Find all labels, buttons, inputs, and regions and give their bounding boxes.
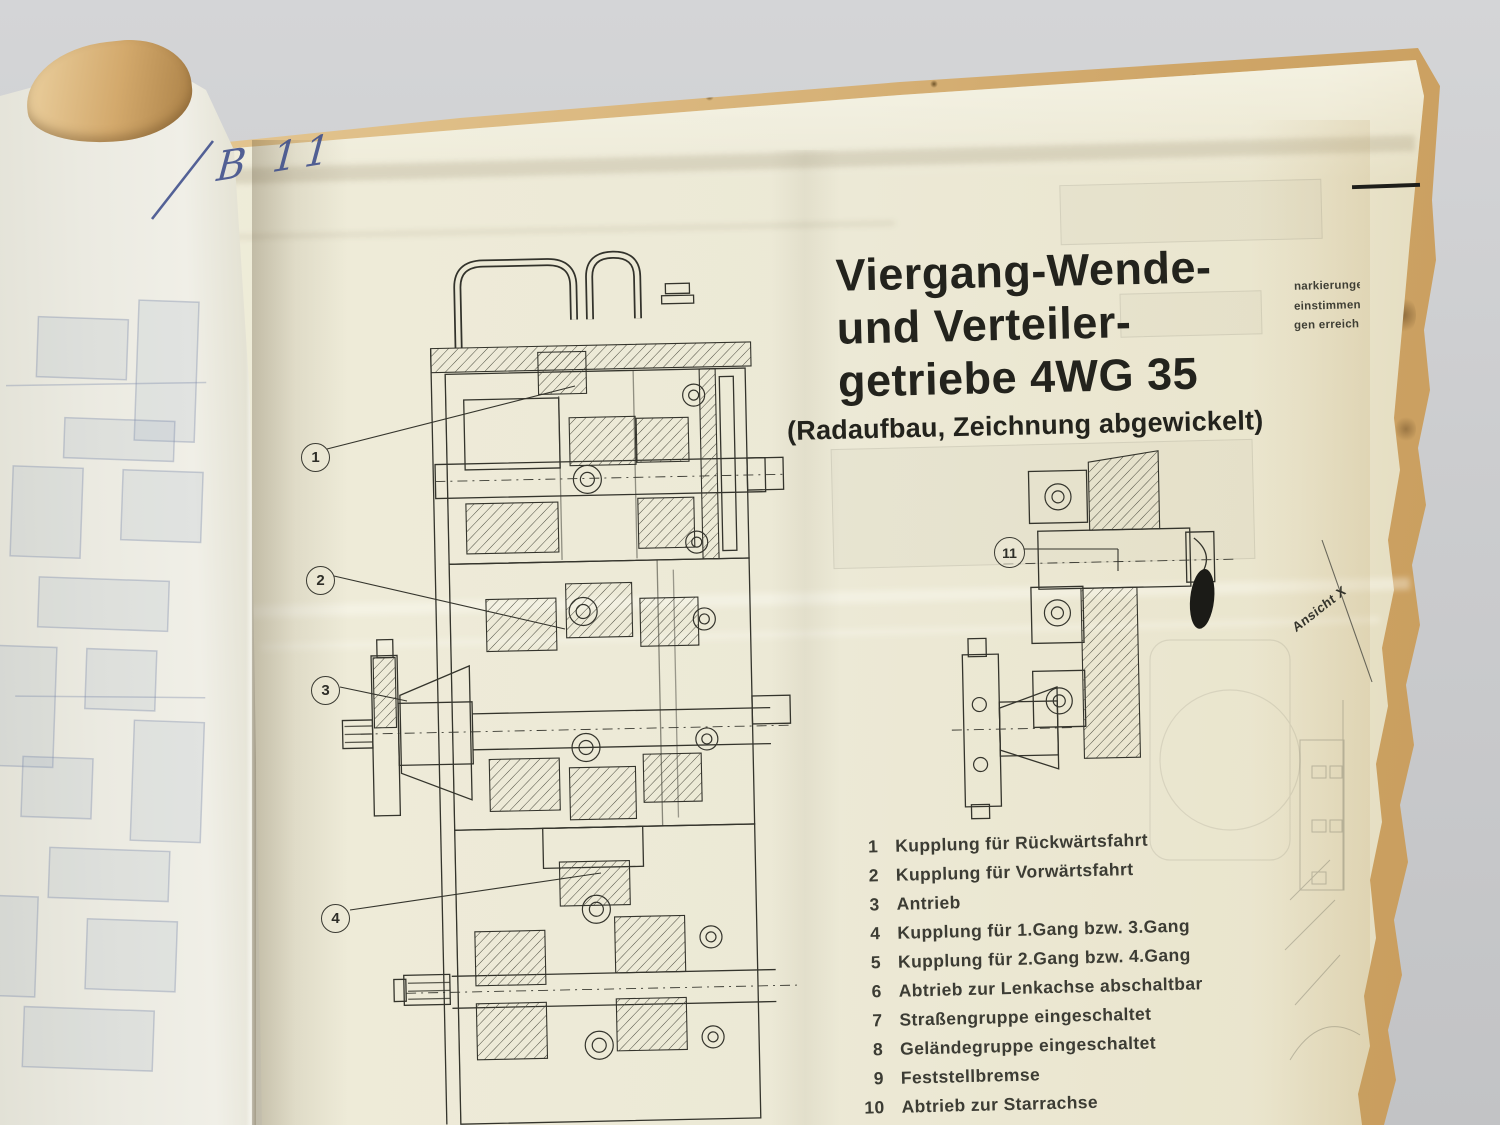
paper-stain: [590, 68, 596, 74]
paper-stain: [296, 64, 304, 72]
title-line-1: Viergang-Wende-: [835, 241, 1212, 301]
legend-item-number: 6: [871, 981, 882, 1002]
paper-stain: [705, 92, 714, 101]
legend-item-number: 4: [869, 923, 881, 944]
legend-item: 9 Feststellbremse: [852, 1061, 1205, 1088]
callout-4: 4: [321, 904, 350, 933]
legend-item-label: Antrieb: [896, 892, 961, 914]
page-title: Viergang-Wende- und Verteiler- getriebe …: [783, 239, 1264, 447]
left-page: [0, 56, 262, 1125]
paper-stain: [452, 84, 459, 91]
callout-11-number: 11: [1002, 544, 1017, 561]
legend-item-number: 5: [870, 952, 882, 973]
callout-2: 2: [306, 566, 335, 595]
legend-item-label: Geländegruppe eingeschaltet: [899, 1032, 1157, 1059]
legend-item-number: 8: [872, 1039, 884, 1060]
paper-stain: [1396, 1080, 1420, 1114]
legend-item: 7 Straßengruppe eingeschaltet: [850, 1003, 1203, 1031]
callout-3: 3: [311, 676, 340, 705]
paper-stain: [1396, 415, 1416, 443]
paper-stain: [930, 80, 938, 88]
showthrough-shape: [830, 438, 1256, 570]
legend-item-label: Feststellbremse: [900, 1064, 1041, 1088]
page-warp-shading: [770, 150, 840, 1125]
legend-item-label: Abtrieb zur Lenkachse abschaltbar: [898, 973, 1203, 1001]
legend-item-number: 1: [867, 836, 879, 857]
callout-11: 11: [994, 537, 1025, 568]
callout-3-number: 3: [321, 682, 330, 699]
callout-1-number: 1: [311, 449, 320, 466]
callout-2-number: 2: [316, 572, 325, 589]
callout-4-number: 4: [331, 910, 340, 927]
legend-item: 5 Kupplung für 2.Gang bzw. 4.Gang: [849, 944, 1202, 973]
margin-text-fragment-3: gen erreich: [1293, 318, 1360, 332]
legend-item-label: Kupplung für 1.Gang bzw. 3.Gang: [897, 915, 1191, 943]
legend-item: 3 Antrieb: [847, 887, 1200, 914]
legend-item-label: Kupplung für 2.Gang bzw. 4.Gang: [897, 944, 1191, 972]
title-line-2: und Verteiler-: [836, 296, 1132, 354]
callout-1: 1: [301, 443, 330, 472]
paper-stain: [823, 62, 830, 69]
showthrough-shape: [1059, 178, 1323, 246]
legend-item-label: Straßengruppe eingeschaltet: [899, 1003, 1152, 1030]
legend-item-label: Kupplung für Vorwärtsfahrt: [895, 858, 1134, 885]
legend-item-number: 2: [868, 865, 880, 886]
legend-item-number: 7: [872, 1010, 883, 1031]
legend-item: 4 Kupplung für 1.Gang bzw. 3.Gang: [848, 915, 1201, 944]
legend-item: 2 Kupplung für Vorwärtsfahrt: [847, 858, 1200, 885]
legend-item-number: 3: [869, 894, 880, 915]
margin-text-fragment-1: narkierunge: [1293, 279, 1361, 293]
left-page-showthrough-diagram: [0, 299, 207, 1072]
legend-item: 8 Geländegruppe eingeschaltet: [851, 1032, 1204, 1059]
paper-stain: [1078, 54, 1094, 66]
book-gutter-shadow: [252, 140, 348, 1125]
legend-item-label: Abtrieb zur Starrachse: [901, 1091, 1099, 1117]
legend-item: 6 Abtrieb zur Lenkachse abschaltbar: [850, 973, 1203, 1002]
margin-text-fragment-2: einstimmen: [1293, 299, 1361, 313]
legend-item: 10 Abtrieb zur Starrachse: [852, 1090, 1205, 1118]
paper-stain: [1404, 965, 1434, 1013]
legend-item-number: 10: [864, 1097, 885, 1118]
legend-item-number: 9: [873, 1068, 885, 1089]
title-line-3: getriebe 4WG 35: [837, 347, 1199, 407]
legend-item-label: Kupplung für Rückwärtsfahrt: [894, 829, 1149, 856]
